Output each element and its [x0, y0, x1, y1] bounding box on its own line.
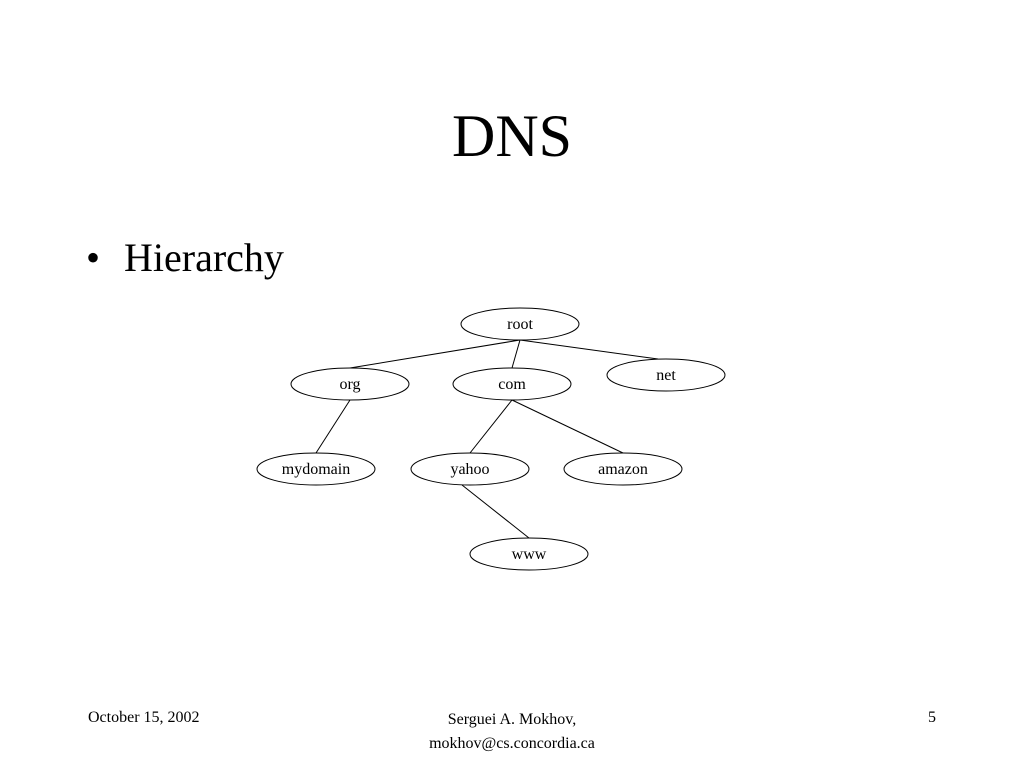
node-label-net: net: [656, 367, 676, 384]
node-label-yahoo: yahoo: [450, 461, 489, 478]
node-ellipse-www: [469, 537, 589, 571]
footer-author-name: Serguei A. Mokhov,: [447, 711, 577, 728]
edges-layer: [315, 339, 659, 539]
nodes-layer: root org com net mydomain yahoo amazon www: [256, 307, 726, 571]
node-ellipse-org: [290, 367, 410, 401]
node-amazon: amazon: [563, 452, 683, 486]
bullet-item-hierarchy: • Hierarchy: [86, 232, 284, 284]
node-ellipse-amazon: [563, 452, 683, 486]
edge-root-com: [511, 339, 521, 369]
node-ellipse-mydomain: [256, 452, 376, 486]
footer-author: Serguei A. Mokhov, mokhov@cs.concordia.c…: [362, 708, 662, 756]
node-yahoo: yahoo: [410, 452, 530, 486]
node-net: net: [606, 358, 726, 392]
edge-org-mydomain: [315, 399, 351, 454]
node-ellipse-net: [606, 358, 726, 392]
node-org: org: [290, 367, 410, 401]
node-com: com: [452, 367, 572, 401]
footer-author-email: mokhov@cs.concordia.ca: [429, 735, 595, 752]
footer-date: October 15, 2002: [88, 709, 200, 726]
node-ellipse-root: [460, 307, 580, 341]
footer-page-number: 5: [928, 709, 936, 726]
bullet-text: Hierarchy: [124, 235, 284, 280]
edge-com-amazon: [511, 399, 624, 454]
edge-com-yahoo: [469, 399, 513, 454]
node-label-root: root: [507, 316, 533, 333]
bullet-list: • Hierarchy: [86, 232, 284, 284]
slide-title: DNS: [451, 103, 573, 169]
node-label-www: www: [512, 546, 547, 563]
node-ellipse-com: [452, 367, 572, 401]
edge-root-org: [349, 339, 521, 369]
node-mydomain: mydomain: [256, 452, 376, 486]
node-label-mydomain: mydomain: [282, 461, 350, 478]
edge-yahoo-www: [461, 484, 530, 539]
node-label-com: com: [498, 376, 526, 393]
node-label-org: org: [339, 376, 360, 393]
node-ellipse-yahoo: [410, 452, 530, 486]
edge-root-net: [519, 339, 659, 360]
node-root: root: [460, 307, 580, 341]
node-label-amazon: amazon: [598, 461, 648, 478]
node-www: www: [469, 537, 589, 571]
bullet-marker: •: [86, 235, 101, 280]
